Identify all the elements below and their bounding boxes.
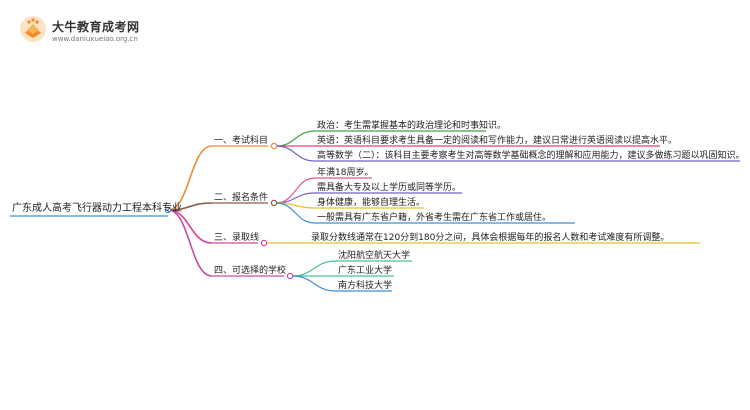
branch-admission-line[interactable]: 三、录取线 — [214, 233, 260, 243]
leaf-health[interactable]: 身体健康，能够自理生活。 — [317, 198, 426, 208]
leaf-school-sustech[interactable]: 南方科技大学 — [338, 281, 393, 291]
edge-branch-3-leaf-0 — [291, 260, 337, 277]
edge-branch-3-leaf-2 — [291, 275, 337, 292]
edge-root-to-branch-3 — [167, 209, 213, 277]
branch-optional-schools[interactable]: 四、可选择的学校 — [214, 266, 287, 276]
logo-url: www.daniuxueiao.org.cn — [52, 35, 138, 43]
branch-node-dot-1 — [270, 199, 278, 207]
site-logo[interactable]: 大牛教育成考网 www.daniuxueiao.org.cn — [18, 14, 208, 50]
leaf-politics[interactable]: 政治：考生需掌握基本的政治理论和时事知识。 — [317, 121, 507, 131]
leaf-school-shenyang[interactable]: 沈阳航空航天大学 — [338, 251, 411, 261]
branch-exam-subjects[interactable]: 一、考试科目 — [214, 136, 269, 146]
edge-branch-0-leaf-2 — [275, 145, 316, 162]
leaf-residence[interactable]: 一般需具有广东省户籍，外省考生需在广东省工作或居住。 — [317, 213, 552, 223]
branch-node-dot-0 — [270, 142, 278, 150]
edge-branch-1-leaf-3 — [275, 202, 316, 224]
edge-branch-0-leaf-0 — [275, 130, 316, 147]
root-node-dot — [164, 206, 172, 214]
logo-title: 大牛教育成考网 — [52, 20, 140, 34]
branch-node-dot-2 — [260, 239, 268, 247]
leaf-english[interactable]: 英语：英语科目要求考生具备一定的阅读和写作能力，建议日常进行英语阅读以提高水平。 — [317, 136, 678, 146]
branch-node-dot-3 — [286, 272, 294, 280]
mindmap-root[interactable]: 广东成人高考飞行器动力工程本科专业 — [12, 203, 182, 214]
leaf-advanced-math[interactable]: 高等数学（二）：该科目主要考察考生对高等数学基础概念的理解和应用能力，建议多做练… — [317, 151, 745, 161]
branch-registration-conditions[interactable]: 二、报名条件 — [214, 193, 269, 203]
edge-root-to-branch-0 — [167, 145, 213, 211]
leaf-age[interactable]: 年满18周岁。 — [317, 168, 374, 178]
leaf-education[interactable]: 需具备大专及以上学历或同等学历。 — [317, 183, 462, 193]
edge-branch-1-leaf-0 — [275, 177, 316, 204]
leaf-school-gdut[interactable]: 广东工业大学 — [338, 266, 393, 276]
leaf-admission-score[interactable]: 录取分数线通常在120分到180分之间，具体会根据每年的报名人数和考试难度有所调… — [311, 233, 670, 243]
logo-book-icon — [20, 16, 46, 42]
